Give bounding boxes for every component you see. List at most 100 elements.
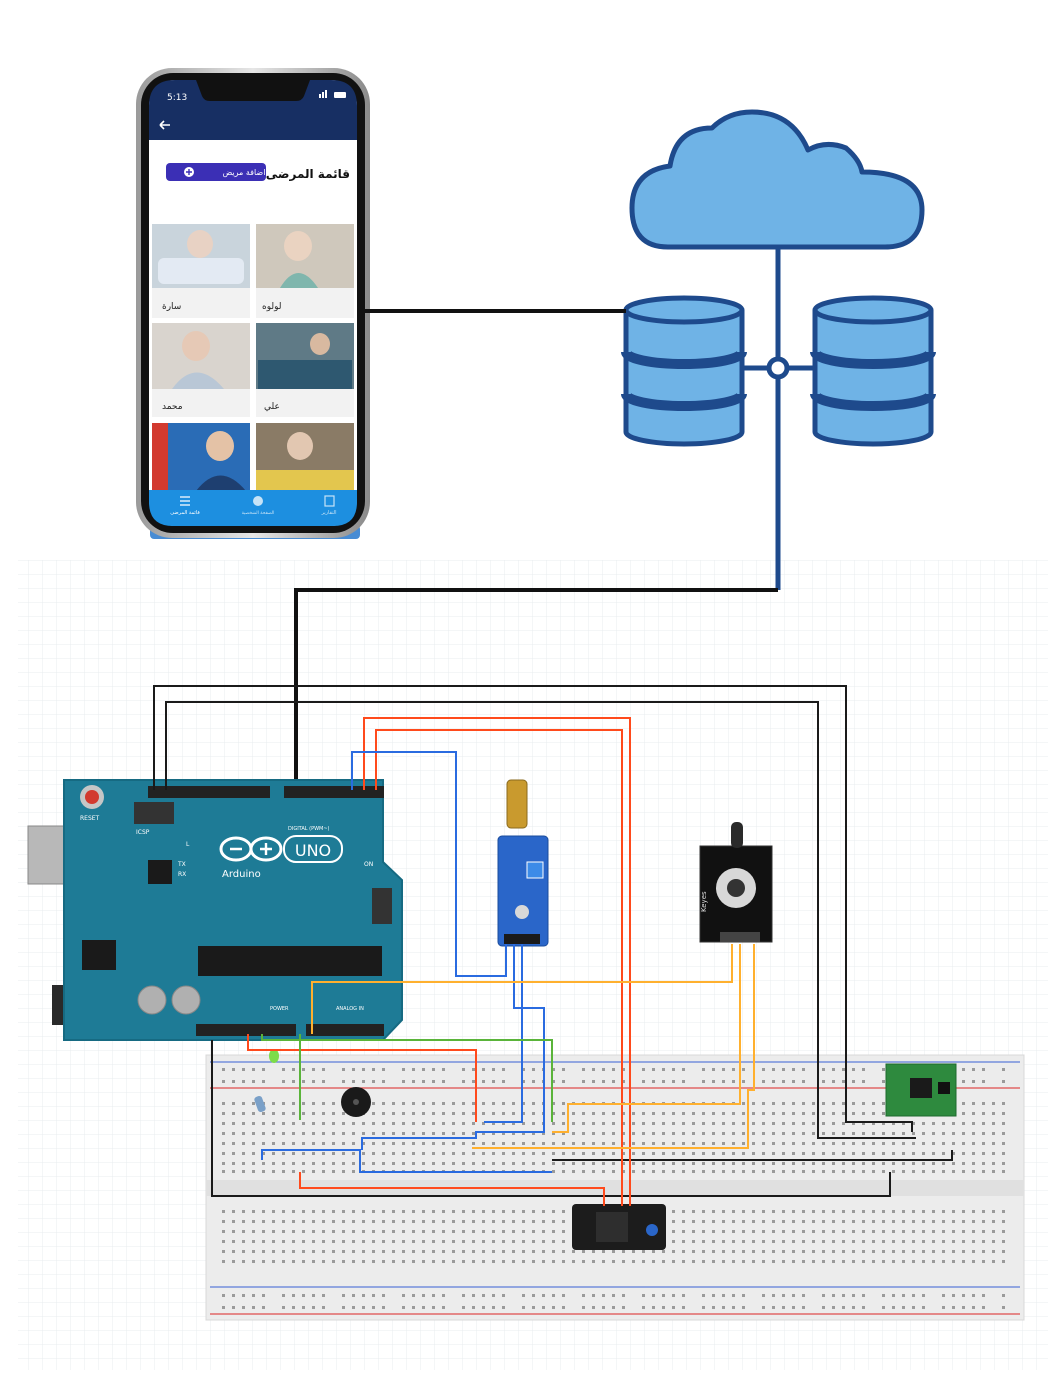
breadboard-hole xyxy=(462,1220,465,1223)
breadboard-hole xyxy=(722,1122,725,1125)
breadboard-hole xyxy=(752,1112,755,1115)
nav-item-profile[interactable]: الصفحة الشخصية xyxy=(242,496,275,516)
breadboard-hole xyxy=(712,1240,715,1243)
breadboard-hole xyxy=(902,1122,905,1125)
breadboard-hole xyxy=(342,1080,345,1083)
breadboard-hole xyxy=(512,1132,515,1135)
breadboard-hole xyxy=(382,1142,385,1145)
breadboard-hole xyxy=(262,1132,265,1135)
breadboard-hole xyxy=(742,1102,745,1105)
breadboard-hole xyxy=(372,1132,375,1135)
keyes-label: Keyes xyxy=(700,891,708,912)
breadboard-hole xyxy=(952,1210,955,1213)
breadboard-hole xyxy=(772,1122,775,1125)
breadboard-hole xyxy=(232,1142,235,1145)
breadboard-hole xyxy=(972,1250,975,1253)
patient-card[interactable]: لولوه xyxy=(256,224,354,318)
back-arrow-icon[interactable] xyxy=(159,120,170,130)
breadboard-hole xyxy=(942,1170,945,1173)
breadboard-hole xyxy=(972,1260,975,1263)
breadboard-hole xyxy=(932,1240,935,1243)
breadboard-hole xyxy=(522,1080,525,1083)
nav-item-reports[interactable]: التقارير xyxy=(320,495,337,516)
breadboard-hole xyxy=(542,1162,545,1165)
breadboard-hole xyxy=(422,1162,425,1165)
breadboard-hole xyxy=(732,1240,735,1243)
breadboard-hole xyxy=(542,1152,545,1155)
breadboard-hole xyxy=(442,1162,445,1165)
breadboard-hole xyxy=(302,1102,305,1105)
analog-label: ANALOG IN xyxy=(336,1006,364,1012)
database-icon xyxy=(621,295,747,447)
breadboard-hole xyxy=(832,1260,835,1263)
breadboard-hole xyxy=(772,1294,775,1297)
breadboard-hole xyxy=(982,1220,985,1223)
breadboard-hole xyxy=(332,1250,335,1253)
breadboard-hole xyxy=(222,1080,225,1083)
breadboard-hole xyxy=(252,1220,255,1223)
breadboard-hole xyxy=(682,1142,685,1145)
breadboard-hole xyxy=(942,1122,945,1125)
breadboard-hole xyxy=(622,1294,625,1297)
breadboard-hole xyxy=(432,1122,435,1125)
breadboard-hole xyxy=(422,1210,425,1213)
breadboard-hole xyxy=(302,1132,305,1135)
breadboard-hole xyxy=(832,1294,835,1297)
breadboard-hole xyxy=(352,1230,355,1233)
breadboard-hole xyxy=(452,1250,455,1253)
patient-card[interactable] xyxy=(256,423,354,491)
breadboard-hole xyxy=(502,1102,505,1105)
breadboard-hole xyxy=(582,1122,585,1125)
breadboard-hole xyxy=(412,1102,415,1105)
breadboard-hole xyxy=(562,1250,565,1253)
breadboard-hole xyxy=(632,1152,635,1155)
breadboard-hole xyxy=(272,1122,275,1125)
breadboard-hole xyxy=(742,1122,745,1125)
breadboard-hole xyxy=(772,1210,775,1213)
nav-item-patients[interactable]: قائمة المرضى xyxy=(170,496,200,516)
breadboard-hole xyxy=(442,1132,445,1135)
breadboard-hole xyxy=(322,1122,325,1125)
breadboard-hole xyxy=(462,1132,465,1135)
breadboard-hole xyxy=(492,1068,495,1071)
breadboard-hole xyxy=(522,1142,525,1145)
breadboard-hole xyxy=(892,1294,895,1297)
patient-card[interactable]: علي xyxy=(256,323,354,417)
breadboard-hole xyxy=(482,1162,485,1165)
breadboard-hole xyxy=(592,1068,595,1071)
icsp-label: ICSP xyxy=(136,829,150,836)
breadboard-hole xyxy=(1002,1122,1005,1125)
reset-button[interactable] xyxy=(85,790,99,804)
breadboard-hole xyxy=(302,1162,305,1165)
breadboard-hole xyxy=(992,1142,995,1145)
breadboard-hole xyxy=(462,1250,465,1253)
breadboard-hole xyxy=(362,1210,365,1213)
breadboard-hole xyxy=(252,1306,255,1309)
breadboard-hole xyxy=(762,1102,765,1105)
breadboard-hole xyxy=(262,1210,265,1213)
breadboard-hole xyxy=(962,1122,965,1125)
breadboard-hole xyxy=(442,1260,445,1263)
breadboard-hole xyxy=(662,1170,665,1173)
breadboard-hole xyxy=(542,1306,545,1309)
breadboard-hole xyxy=(792,1122,795,1125)
breadboard-hole xyxy=(532,1112,535,1115)
breadboard-hole xyxy=(432,1152,435,1155)
breadboard-hole xyxy=(362,1250,365,1253)
breadboard-hole xyxy=(952,1170,955,1173)
power-label: POWER xyxy=(270,1006,289,1012)
breadboard-hole xyxy=(922,1240,925,1243)
breadboard-hole xyxy=(372,1220,375,1223)
breadboard-hole xyxy=(582,1250,585,1253)
breadboard-hole xyxy=(1002,1250,1005,1253)
add-patient-button[interactable]: اضافة مريض xyxy=(166,163,266,181)
breadboard-hole xyxy=(422,1122,425,1125)
patient-card[interactable]: سارة xyxy=(152,224,250,318)
breadboard-hole xyxy=(642,1260,645,1263)
breadboard-hole xyxy=(902,1260,905,1263)
breadboard-hole xyxy=(732,1142,735,1145)
breadboard-hole xyxy=(482,1220,485,1223)
patient-card[interactable] xyxy=(152,423,250,491)
patient-card[interactable]: محمد xyxy=(152,323,250,417)
breadboard-hole xyxy=(532,1068,535,1071)
